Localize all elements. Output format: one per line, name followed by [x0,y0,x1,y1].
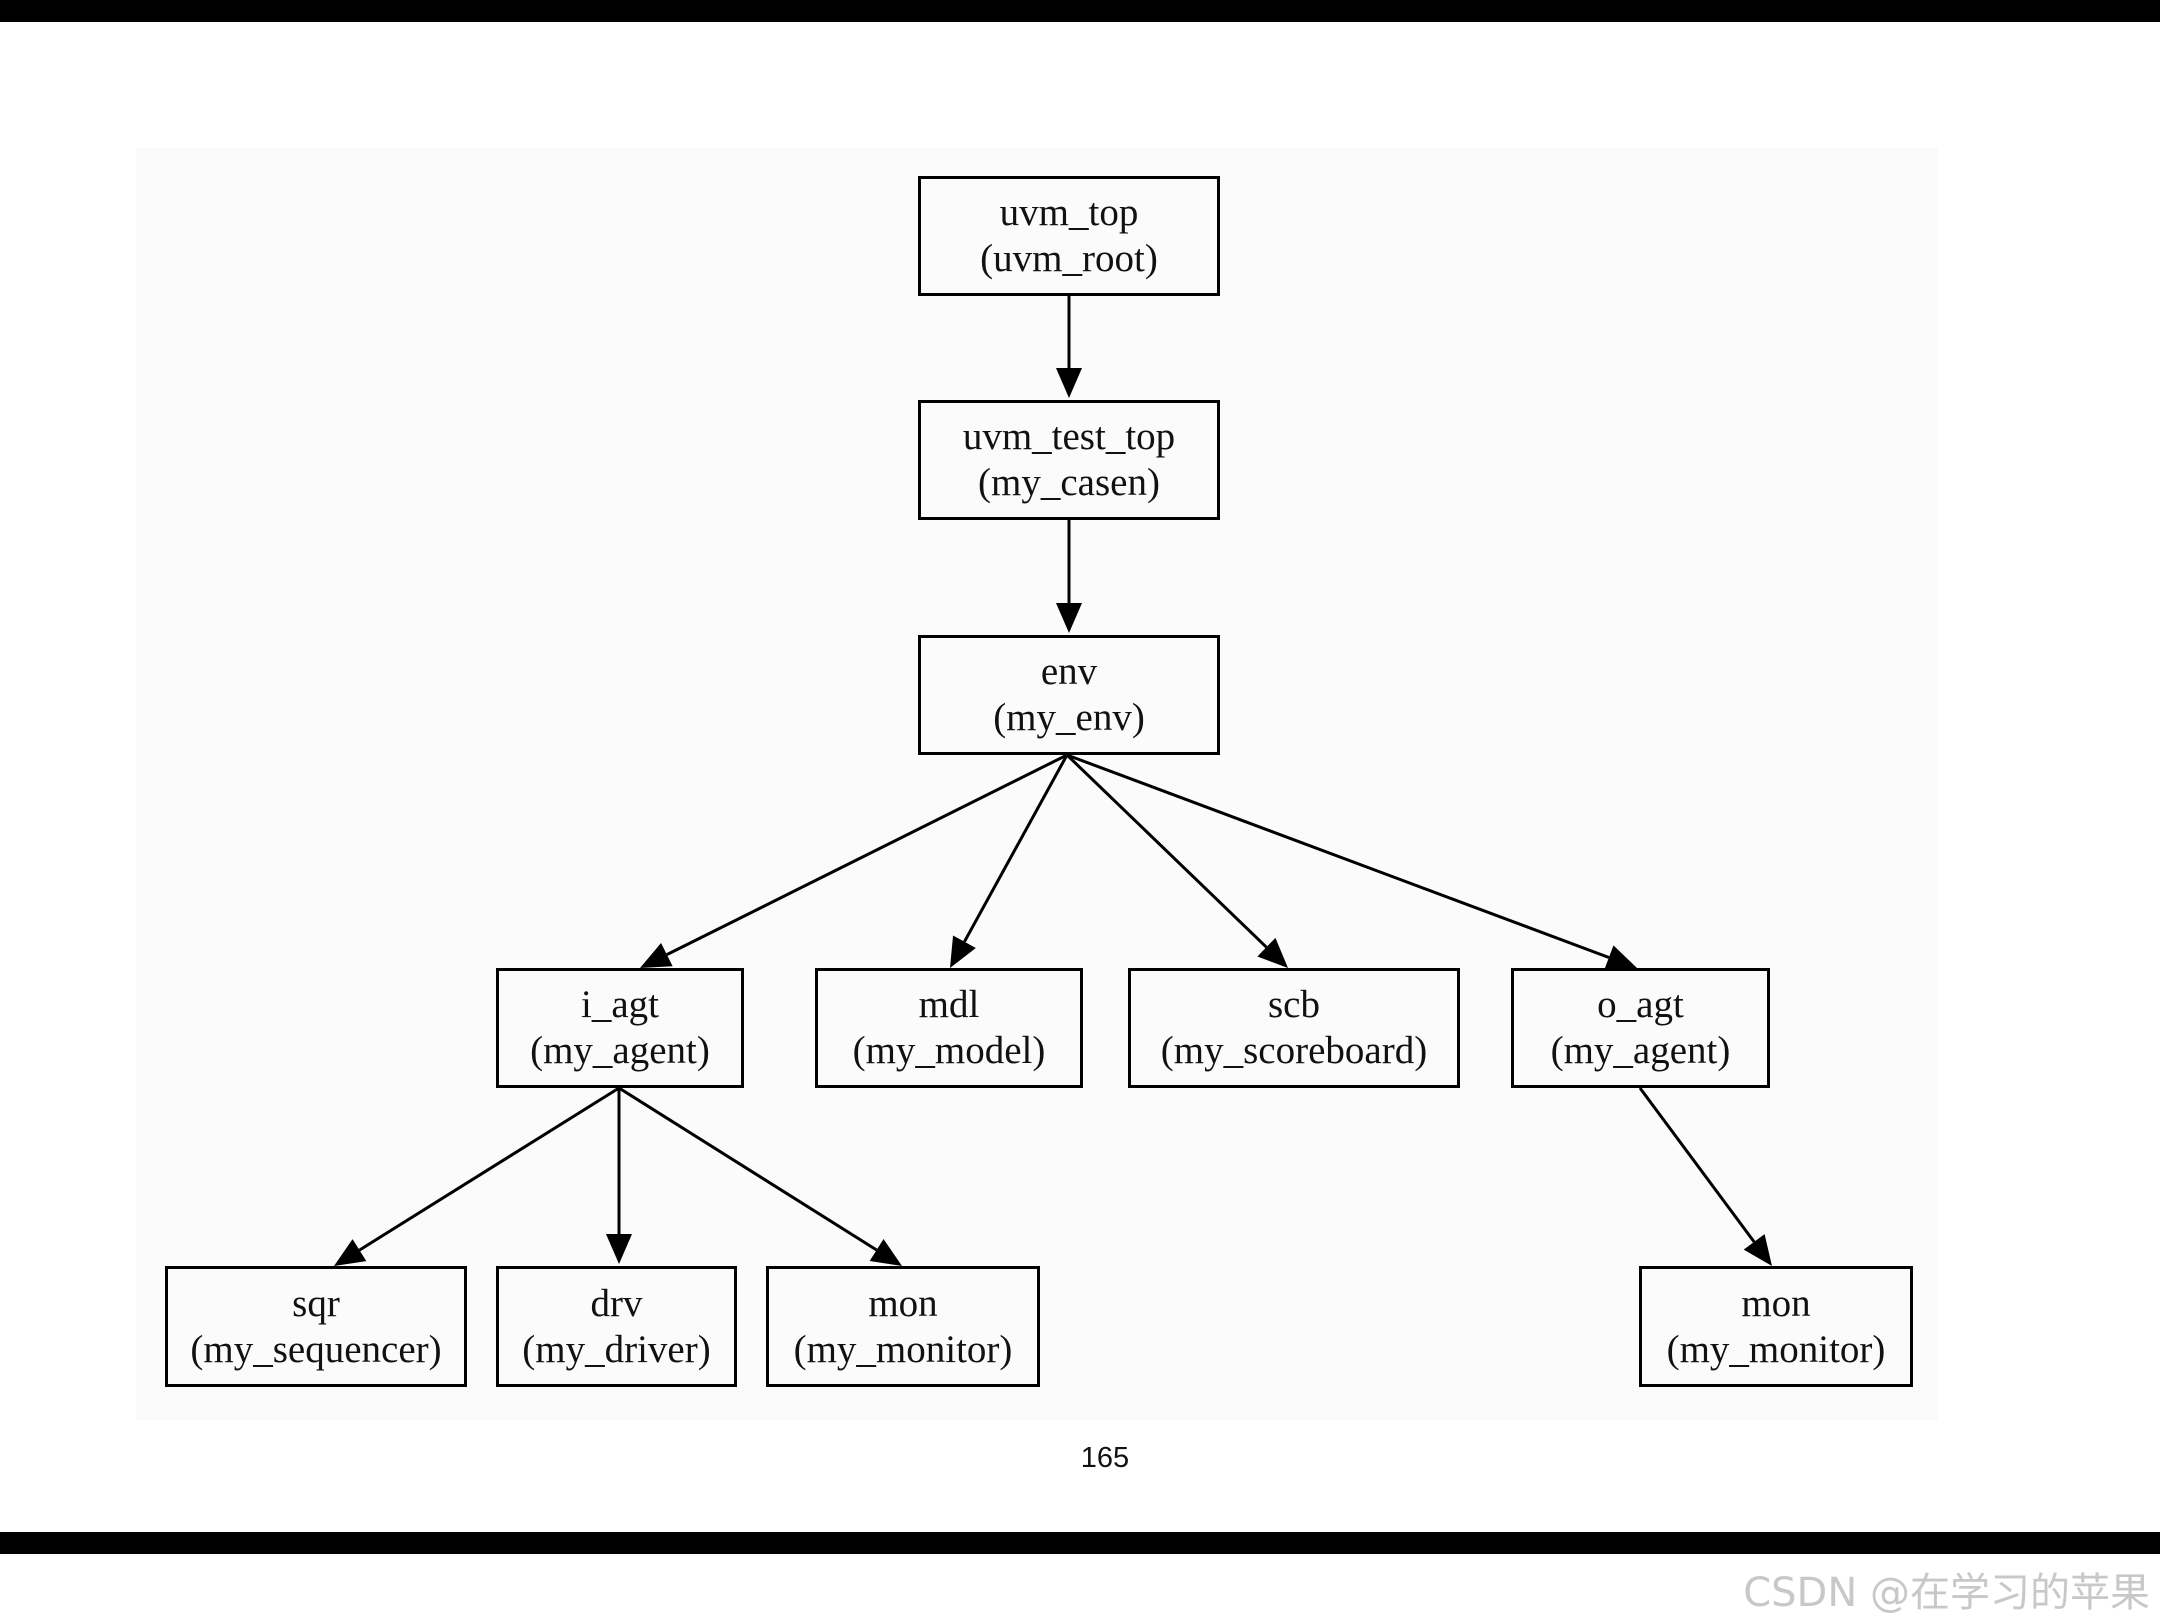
node-type: (my_driver) [522,1327,711,1371]
node-name: i_agt [581,983,659,1026]
arrowhead [1257,937,1288,968]
page-number: 165 [1080,1442,1130,1474]
node-sqr: sqr (my_sequencer) [165,1266,467,1387]
arrowhead [950,935,976,968]
node-mon-o: mon (my_monitor) [1639,1266,1913,1387]
footer-bar [0,1554,2160,1620]
edge-i_agt-to-mon_i [618,1086,902,1266]
node-o-agt: o_agt (my_agent) [1511,968,1770,1088]
node-name: env [1040,650,1098,693]
edge-line [618,1086,878,1252]
node-i-agt: i_agt (my_agent) [496,968,744,1088]
node-name: uvm_top [999,191,1139,234]
edge-uvm_test_top-to-env [1056,520,1082,633]
diagram-canvas [136,148,1938,1420]
node-name: mon [1741,1281,1811,1325]
node-name: scb [1268,983,1320,1026]
arrowhead [640,942,673,968]
node-type: (my_monitor) [793,1327,1013,1371]
node-type: (my_casen) [978,461,1160,504]
node-type: (my_agent) [1550,1029,1731,1072]
edge-line [1066,753,1610,959]
edge-line [1638,1087,1756,1243]
edge-o_agt-to-mon_o [1638,1087,1772,1266]
edge-i_agt-to-drv [606,1088,632,1264]
node-mdl: mdl (my_model) [815,968,1083,1088]
edge-env-to-scb [1065,753,1288,968]
node-type: (my_monitor) [1666,1327,1886,1371]
node-drv: drv (my_driver) [496,1266,737,1387]
node-name: uvm_test_top [962,415,1176,458]
node-name: o_agt [1597,983,1684,1026]
edge-line [666,753,1068,956]
arrowhead [1743,1234,1772,1266]
node-env: env (my_env) [918,635,1220,755]
node-uvm-top: uvm_top (uvm_root) [918,176,1220,296]
node-type: (my_model) [852,1029,1046,1072]
edge-uvm_top-to-uvm_test_top [1056,296,1082,398]
node-type: (my_agent) [530,1029,710,1072]
edge-env-to-mdl [950,754,1069,968]
node-type: (my_sequencer) [190,1327,442,1371]
watermark: CSDN @在学习的苹果 [1743,1570,2150,1616]
arrowhead [1604,945,1637,970]
node-name: mdl [918,983,980,1026]
edge-line [963,754,1069,943]
node-name: sqr [292,1281,340,1325]
edge-env-to-o_agt [1066,753,1637,970]
node-uvm-test-top: uvm_test_top (my_casen) [918,400,1220,520]
diagram-edges [334,296,1772,1266]
node-type: (my_env) [993,696,1145,739]
arrowhead [606,1234,632,1264]
arrowhead [334,1239,367,1266]
node-type: (my_scoreboard) [1160,1029,1428,1072]
arrowhead [1056,368,1082,398]
document-page: uvm_top (uvm_root) uvm_test_top (my_case… [0,22,2160,1532]
arrowhead [869,1239,902,1266]
edge-line [358,1086,620,1252]
node-name: mon [868,1281,938,1325]
node-type: (uvm_root) [980,237,1158,280]
node-mon-i: mon (my_monitor) [766,1266,1040,1387]
node-scb: scb (my_scoreboard) [1128,968,1460,1088]
edge-env-to-i_agt [640,753,1068,968]
arrowhead [1056,603,1082,633]
edge-i_agt-to-sqr [334,1086,620,1266]
edge-line [1065,753,1268,949]
node-name: drv [590,1281,643,1325]
